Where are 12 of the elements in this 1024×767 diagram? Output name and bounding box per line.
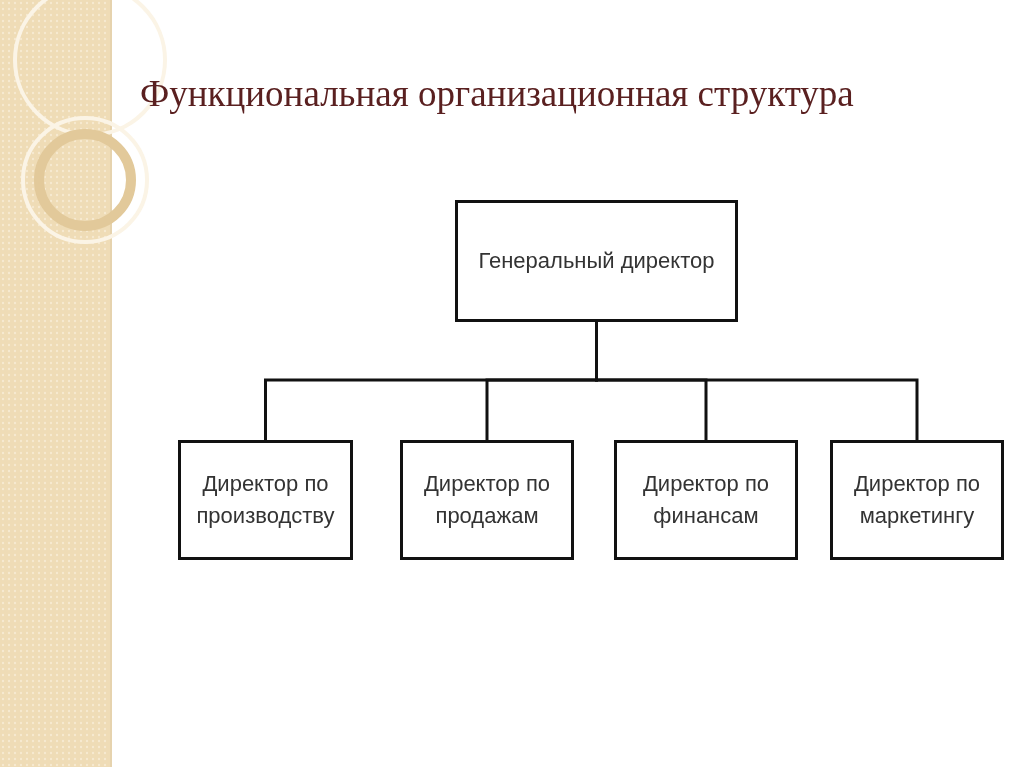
connector-line bbox=[595, 322, 919, 440]
position-title: Директор по продажам bbox=[422, 470, 552, 530]
position-title: Директор по маркетингу bbox=[852, 470, 982, 530]
position-box bbox=[614, 440, 798, 560]
position-title: Генеральный директор bbox=[478, 247, 715, 276]
position-box bbox=[400, 440, 574, 560]
position-box bbox=[830, 440, 1004, 560]
slide-title: Функциональная организационная структура bbox=[140, 72, 855, 115]
position-box bbox=[455, 200, 738, 322]
position-box bbox=[178, 440, 353, 560]
position-title: Директор по финансам bbox=[641, 470, 771, 530]
position-title: Директор по производству bbox=[195, 470, 336, 530]
